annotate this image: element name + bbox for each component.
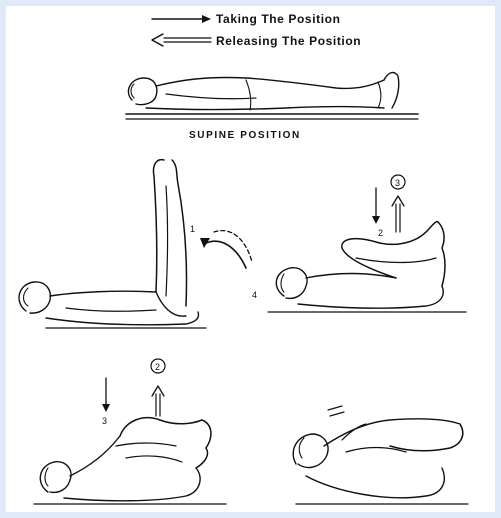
illustration-frame: Taking The Position Releasing The Positi… — [6, 6, 495, 512]
step-label-3-circled: 3 — [395, 178, 400, 188]
releasing-arrow-icon — [152, 34, 211, 46]
up-double-arrow-icon — [392, 196, 404, 232]
curved-arrow-icon — [200, 231, 252, 268]
knees-bent-figure: 3 2 — [268, 175, 466, 312]
exercise-illustration: Taking The Position Releasing The Positi… — [6, 6, 495, 512]
legend-taking-label: Taking The Position — [216, 12, 341, 26]
motion-marks-icon — [328, 406, 344, 416]
legend-releasing-label: Releasing The Position — [216, 34, 361, 48]
down-arrow-icon — [372, 188, 380, 224]
step-label-1: 1 — [190, 224, 195, 234]
step-label-2-circled: 2 — [155, 362, 160, 372]
step-label-4: 4 — [252, 290, 257, 300]
legend: Taking The Position Releasing The Positi… — [152, 12, 361, 48]
up-double-arrow-icon — [152, 386, 164, 416]
knees-to-chest-figure — [293, 406, 468, 504]
legs-raised-figure: 1 4 — [19, 160, 257, 328]
supine-caption: SUPINE POSITION — [189, 130, 301, 141]
taking-arrow-icon — [152, 15, 211, 23]
supine-figure: SUPINE POSITION — [126, 73, 418, 141]
hug-knees-figure: 2 3 — [34, 359, 226, 504]
step-label-2-top: 2 — [378, 228, 383, 238]
down-arrow-icon — [102, 378, 110, 412]
step-label-3-bottom: 3 — [102, 416, 107, 426]
